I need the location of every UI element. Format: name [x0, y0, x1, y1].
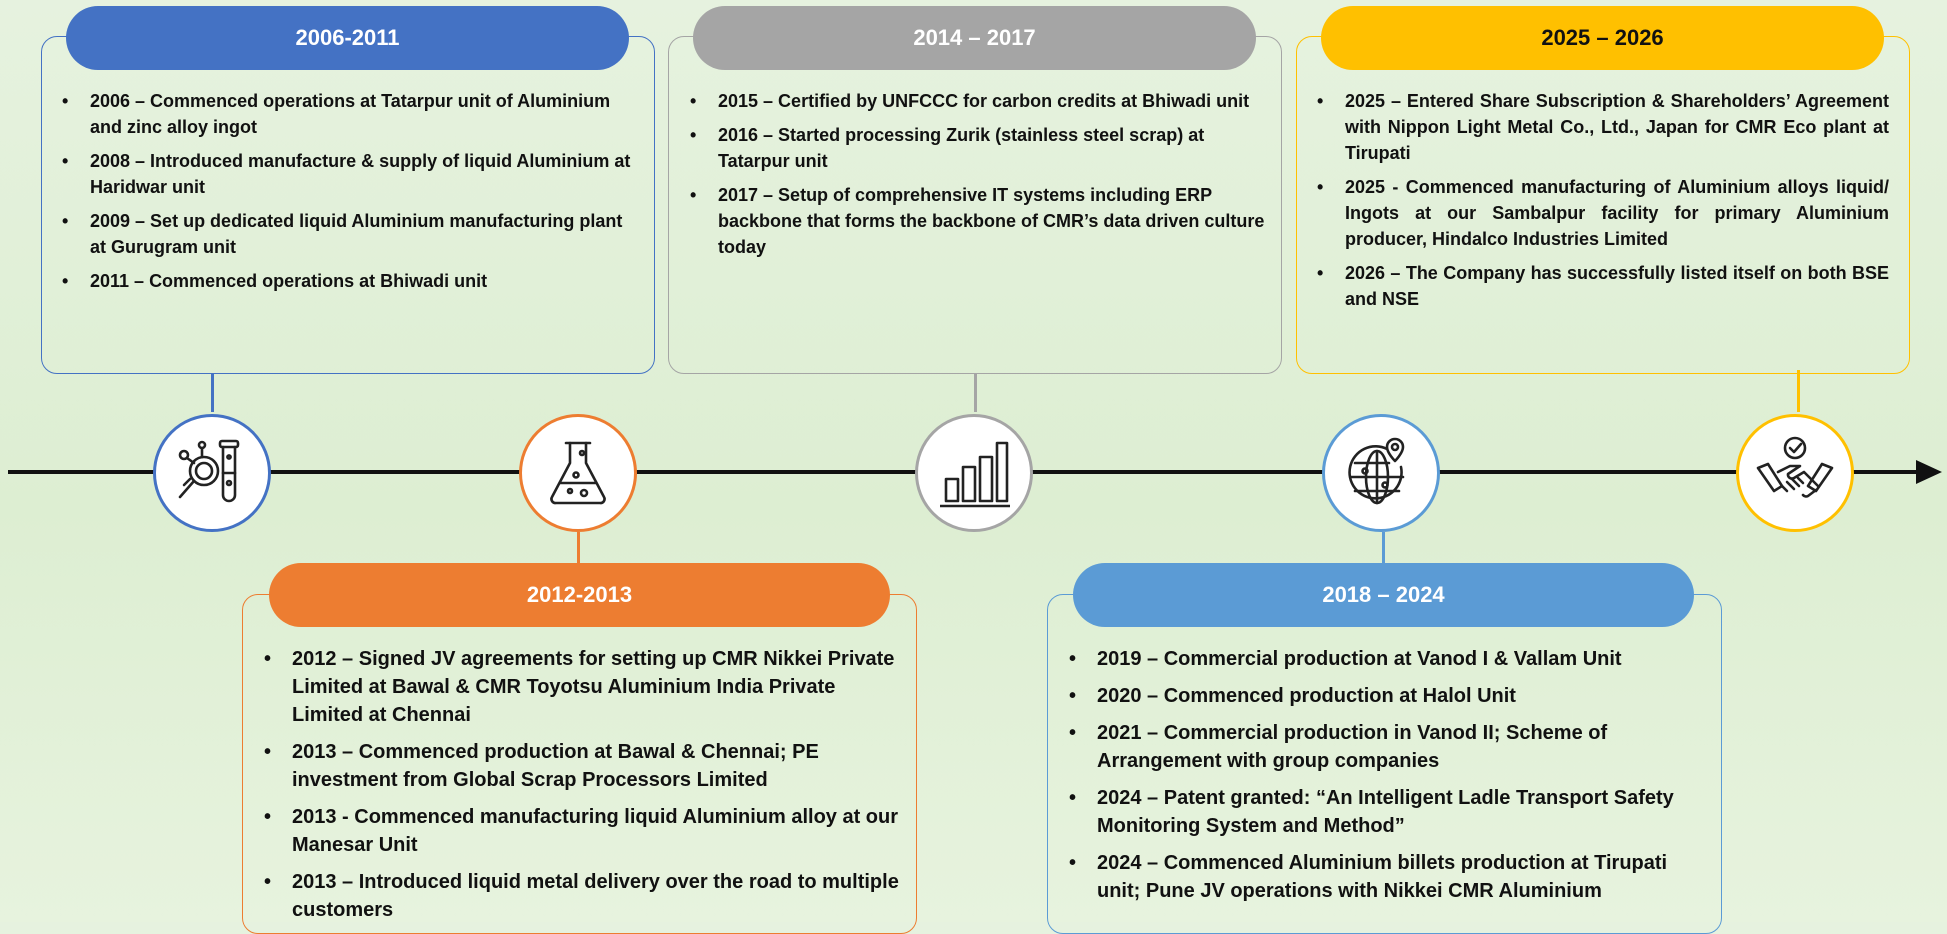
connector-2006: [211, 374, 214, 412]
globe-location-icon: [1348, 437, 1405, 505]
list-item: 2011 – Commenced operations at Bhiwadi u…: [60, 268, 640, 294]
period-title-2012-2013: 2012-2013: [269, 563, 890, 627]
list-item: 2020 – Commenced production at Halol Uni…: [1067, 682, 1707, 710]
bar-chart-icon: [940, 441, 1010, 508]
timeline-arrow-icon: [1916, 460, 1942, 484]
research-icon: [178, 439, 240, 503]
list-item: 2013 - Commenced manufacturing liquid Al…: [262, 803, 902, 859]
list-item: 2009 – Set up dedicated liquid Aluminium…: [60, 208, 640, 260]
flask-icon: [550, 441, 606, 505]
connector-2012: [577, 532, 580, 564]
connector-2025: [1797, 370, 1800, 412]
list-item: 2021 – Commercial production in Vanod II…: [1067, 719, 1707, 775]
handshake-icon: [1756, 436, 1834, 498]
list-item: 2026 – The Company has successfully list…: [1315, 260, 1889, 312]
list-item: 2025 - Commenced manufacturing of Alumin…: [1315, 174, 1889, 252]
milestone-circle-2: [519, 414, 637, 532]
list-item: 2016 – Started processing Zurik (stainle…: [688, 122, 1268, 174]
period-list-2014-2017: 2015 – Certified by UNFCCC for carbon cr…: [688, 88, 1268, 268]
connector-2018: [1382, 532, 1385, 564]
period-list-2006-2011: 2006 – Commenced operations at Tatarpur …: [60, 88, 640, 302]
list-item: 2019 – Commercial production at Vanod I …: [1067, 645, 1707, 673]
milestone-circle-5: [1736, 414, 1854, 532]
list-item: 2008 – Introduced manufacture & supply o…: [60, 148, 640, 200]
period-list-2012-2013: 2012 – Signed JV agreements for setting …: [262, 645, 902, 933]
period-title-2014-2017: 2014 – 2017: [693, 6, 1256, 70]
period-title-2018-2024: 2018 – 2024: [1073, 563, 1694, 627]
list-item: 2024 – Patent granted: “An Intelligent L…: [1067, 784, 1707, 840]
period-list-2018-2024: 2019 – Commercial production at Vanod I …: [1067, 645, 1707, 914]
list-item: 2015 – Certified by UNFCCC for carbon cr…: [688, 88, 1268, 114]
milestone-circle-3: [915, 414, 1033, 532]
connector-2014: [974, 374, 977, 412]
list-item: 2006 – Commenced operations at Tatarpur …: [60, 88, 640, 140]
list-item: 2013 – Commenced production at Bawal & C…: [262, 738, 902, 794]
period-list-2025-2026: 2025 – Entered Share Subscription & Shar…: [1315, 88, 1889, 320]
list-item: 2012 – Signed JV agreements for setting …: [262, 645, 902, 729]
period-title-2006-2011: 2006-2011: [66, 6, 629, 70]
list-item: 2025 – Entered Share Subscription & Shar…: [1315, 88, 1889, 166]
milestone-circle-1: [153, 414, 271, 532]
list-item: 2013 – Introduced liquid metal delivery …: [262, 868, 902, 924]
period-title-2025-2026: 2025 – 2026: [1321, 6, 1884, 70]
list-item: 2024 – Commenced Aluminium billets produ…: [1067, 849, 1707, 905]
list-item: 2017 – Setup of comprehensive IT systems…: [688, 182, 1268, 260]
milestone-circle-4: [1322, 414, 1440, 532]
